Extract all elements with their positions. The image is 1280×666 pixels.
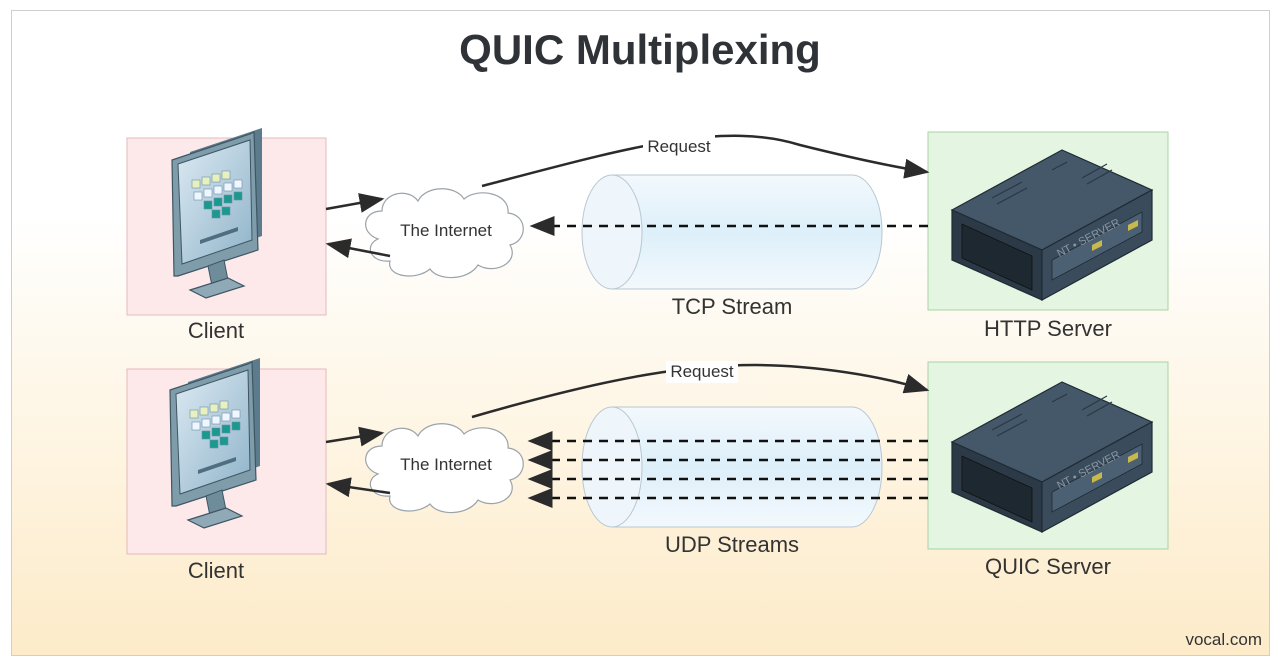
tcp-stream-label: TCP Stream — [672, 294, 793, 319]
request-arrow-bottom — [471, 363, 930, 419]
client-to-internet-arrow-bottom — [325, 426, 385, 447]
request-label-bg-bottom — [666, 361, 738, 383]
server-label-bottom: QUIC Server — [985, 554, 1111, 579]
footer-credit: vocal.com — [1185, 630, 1262, 649]
internet-to-client-arrow-bottom — [325, 477, 391, 498]
diagram-title: QUIC Multiplexing — [459, 26, 821, 73]
request-label-bottom: Request — [670, 362, 734, 381]
udp-streams-label: UDP Streams — [665, 532, 799, 557]
client-label-bottom: Client — [188, 558, 244, 583]
request-arrow-top — [481, 134, 930, 188]
request-label-bg-top — [643, 135, 715, 157]
server-label-top: HTTP Server — [984, 316, 1112, 341]
client-to-internet-arrow-top — [325, 193, 385, 213]
request-label-top: Request — [647, 137, 711, 156]
internet-label-top: The Internet — [400, 221, 492, 240]
internet-to-client-arrow-top — [325, 238, 391, 259]
tcp-stream-tube — [581, 174, 883, 290]
client-label-top: Client — [188, 318, 244, 343]
internet-label-bottom: The Internet — [400, 455, 492, 474]
udp-streams-tube — [581, 406, 883, 528]
